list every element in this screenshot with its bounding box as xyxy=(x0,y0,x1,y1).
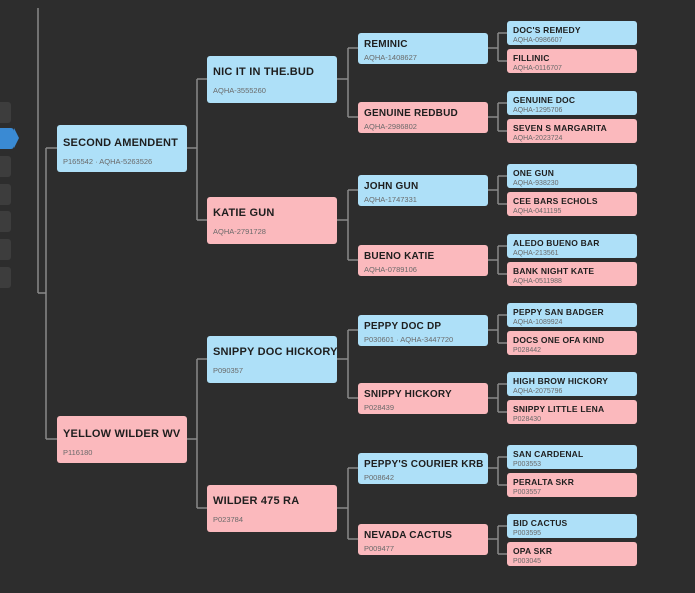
side-tab[interactable] xyxy=(0,102,11,123)
horse-card-dam[interactable]: DOCS ONE OFA KIND P028442 xyxy=(507,331,637,355)
registration-number: AQHA-2023724 xyxy=(513,135,563,142)
horse-card-dam[interactable]: OPA SKR P003045 xyxy=(507,542,637,566)
horse-card-sire[interactable]: SECOND AMENDENT P165542 · AQHA-5263526 xyxy=(57,124,187,172)
registration-number: AQHA-213561 xyxy=(513,250,559,257)
horse-card-sire[interactable]: GENUINE DOC AQHA-1295706 xyxy=(507,91,637,115)
horse-card-dam[interactable]: NEVADA CACTUS P009477 xyxy=(358,523,488,555)
horse-card-sire[interactable]: NIC IT IN THE.BUD AQHA-3555260 xyxy=(207,55,337,103)
horse-card-dam[interactable]: SNIPPY LITTLE LENA P028430 xyxy=(507,400,637,424)
registration-number: AQHA-938230 xyxy=(513,180,559,187)
horse-name: BANK NIGHT KATE xyxy=(513,266,595,276)
registration-number: P003553 xyxy=(513,461,542,468)
horse-card-sire[interactable]: ALEDO BUENO BAR AQHA-213561 xyxy=(507,234,637,258)
horse-card-sire[interactable]: JOHN GUN AQHA-1747331 xyxy=(358,174,488,206)
registration-number: P090357 xyxy=(213,365,244,375)
registration-number: P028442 xyxy=(513,347,542,354)
registration-number: P003045 xyxy=(513,558,542,565)
horse-name: SNIPPY DOC HICKORY xyxy=(213,345,337,358)
horse-card-sire[interactable]: PEPPY'S COURIER KRB P008642 xyxy=(358,452,488,484)
registration-number: AQHA-3555260 xyxy=(213,85,266,95)
horse-name: SECOND AMENDENT xyxy=(63,136,179,149)
horse-name: BUENO KATIE xyxy=(364,250,435,262)
registration-number: P008642 xyxy=(364,472,395,482)
registration-number: AQHA-0789106 xyxy=(364,264,417,274)
horse-card-dam[interactable]: BANK NIGHT KATE AQHA-0511988 xyxy=(507,262,637,286)
horse-name: REMINIC xyxy=(364,38,408,50)
horse-card-sire[interactable]: BID CACTUS P003595 xyxy=(507,514,637,538)
registration-number: P028430 xyxy=(513,416,542,423)
horse-card-dam[interactable]: PERALTA SKR P003557 xyxy=(507,473,637,497)
horse-card-dam[interactable]: KATIE GUN AQHA-2791728 xyxy=(207,196,337,244)
side-tab[interactable] xyxy=(0,239,11,260)
horse-name: BID CACTUS xyxy=(513,518,568,528)
registration-number: AQHA-0511988 xyxy=(513,278,562,285)
side-tab[interactable] xyxy=(0,267,11,288)
registration-number: P028439 xyxy=(364,402,395,412)
horse-name: DOCS ONE OFA KIND xyxy=(513,335,605,345)
horse-card-dam[interactable]: SNIPPY HICKORY P028439 xyxy=(358,382,488,414)
horse-card-dam[interactable]: GENUINE REDBUD AQHA-2986802 xyxy=(358,101,488,133)
horse-name: FILLINIC xyxy=(513,53,550,63)
registration-number: AQHA-2075796 xyxy=(513,388,563,395)
horse-name: ALEDO BUENO BAR xyxy=(513,238,600,248)
registration-number: P009477 xyxy=(364,543,395,553)
horse-card-dam[interactable]: CEE BARS ECHOLS AQHA-0411195 xyxy=(507,192,637,216)
registration-number: P165542 · AQHA-5263526 xyxy=(63,156,153,166)
horse-name: GENUINE REDBUD xyxy=(364,107,458,119)
horse-card-sire[interactable]: HIGH BROW HICKORY AQHA-2075796 xyxy=(507,372,637,396)
side-tab[interactable] xyxy=(0,184,11,205)
horse-card-sire[interactable]: PEPPY SAN BADGER AQHA-1089924 xyxy=(507,303,637,327)
side-tab-active[interactable] xyxy=(0,128,19,149)
registration-number: P003595 xyxy=(513,530,542,537)
horse-name: CEE BARS ECHOLS xyxy=(513,196,598,206)
horse-name: JOHN GUN xyxy=(364,180,419,192)
horse-name: DOC'S REMEDY xyxy=(513,25,581,35)
horse-name: GENUINE DOC xyxy=(513,95,576,105)
registration-number: P023784 xyxy=(213,514,244,524)
horse-name: PEPPY'S COURIER KRB xyxy=(364,458,484,470)
horse-name: PEPPY SAN BADGER xyxy=(513,307,604,317)
registration-number: AQHA-1408627 xyxy=(364,52,417,62)
horse-name: NEVADA CACTUS xyxy=(364,529,453,541)
horse-card-sire[interactable]: ONE GUN AQHA-938230 xyxy=(507,164,637,188)
horse-card-dam[interactable]: BUENO KATIE AQHA-0789106 xyxy=(358,244,488,276)
horse-name: PERALTA SKR xyxy=(513,477,575,487)
registration-number: P003557 xyxy=(513,489,542,496)
registration-number: AQHA-2986802 xyxy=(364,121,417,131)
horse-card-sire[interactable]: DOC'S REMEDY AQHA-0986607 xyxy=(507,21,637,45)
registration-number: AQHA-2791728 xyxy=(213,226,266,236)
registration-number: P030601 · AQHA-3447720 xyxy=(364,334,454,344)
horse-name: SEVEN S MARGARITA xyxy=(513,123,607,133)
horse-card-dam[interactable]: SEVEN S MARGARITA AQHA-2023724 xyxy=(507,119,637,143)
horse-name: HIGH BROW HICKORY xyxy=(513,376,609,386)
horse-card-sire[interactable]: SAN CARDENAL P003553 xyxy=(507,445,637,469)
horse-card-sire[interactable]: REMINIC AQHA-1408627 xyxy=(358,32,488,64)
horse-card-sire[interactable]: SNIPPY DOC HICKORY P090357 xyxy=(207,335,337,383)
horse-card-dam[interactable]: WILDER 475 RA P023784 xyxy=(207,484,337,532)
registration-number: P116180 xyxy=(63,447,93,457)
horse-name: ONE GUN xyxy=(513,168,555,178)
registration-number: AQHA-0116707 xyxy=(513,65,562,72)
side-tab[interactable] xyxy=(0,211,11,232)
horse-card-sire[interactable]: PEPPY DOC DP P030601 · AQHA-3447720 xyxy=(358,314,488,346)
horse-name: SNIPPY HICKORY xyxy=(364,388,452,400)
horse-name: SNIPPY LITTLE LENA xyxy=(513,404,605,414)
horse-name: OPA SKR xyxy=(513,546,553,556)
horse-name: YELLOW WILDER WV xyxy=(63,427,181,440)
horse-card-dam[interactable]: FILLINIC AQHA-0116707 xyxy=(507,49,637,73)
horse-name: SAN CARDENAL xyxy=(513,449,584,459)
horse-name: PEPPY DOC DP xyxy=(364,320,442,332)
horse-name: KATIE GUN xyxy=(213,206,275,219)
registration-number: AQHA-1089924 xyxy=(513,319,563,326)
registration-number: AQHA-0411195 xyxy=(513,208,562,215)
horse-name: NIC IT IN THE.BUD xyxy=(213,65,315,78)
side-tab[interactable] xyxy=(0,156,11,177)
horse-card-dam[interactable]: YELLOW WILDER WV P116180 xyxy=(57,415,187,463)
registration-number: AQHA-0986607 xyxy=(513,37,563,44)
registration-number: AQHA-1295706 xyxy=(513,107,563,114)
registration-number: AQHA-1747331 xyxy=(364,194,417,204)
horse-name: WILDER 475 RA xyxy=(213,494,300,507)
